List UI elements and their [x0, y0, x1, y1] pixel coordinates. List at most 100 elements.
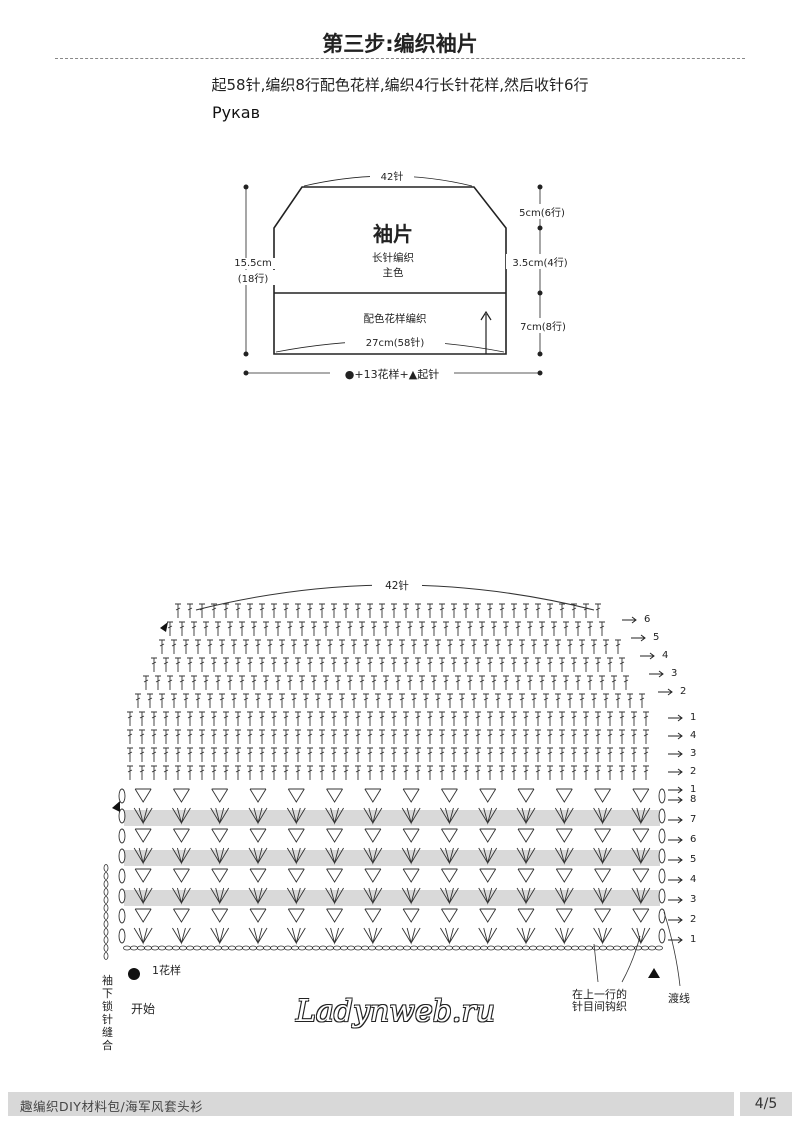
shell-stitch: [133, 847, 153, 865]
bottom-width-label: 27cm(58针): [345, 334, 445, 349]
double-crochet: [439, 603, 445, 618]
double-crochet: [535, 729, 541, 744]
double-crochet: [295, 657, 301, 672]
double-crochet: [199, 729, 205, 744]
double-crochet: [519, 639, 525, 654]
v-stitch: [555, 868, 573, 883]
double-crochet: [487, 657, 493, 672]
double-crochet: [227, 621, 233, 636]
foundation-chain: [256, 945, 264, 951]
shell-stitch: [401, 927, 421, 945]
double-crochet: [187, 765, 193, 780]
v-stitch: [402, 788, 420, 803]
double-crochet: [291, 639, 297, 654]
shell-stitch: [631, 847, 651, 865]
shell-stitch: [440, 887, 459, 905]
foundation-chain: [333, 945, 341, 951]
double-crochet: [487, 603, 493, 618]
double-crochet: [479, 675, 485, 690]
double-crochet: [531, 639, 537, 654]
double-crochet: [559, 711, 565, 726]
shell-stitch: [210, 847, 230, 865]
row-number: 3: [671, 668, 678, 679]
double-crochet: [307, 711, 313, 726]
v-stitch: [173, 868, 190, 883]
foundation-chain: [270, 945, 278, 951]
foundation-chain: [620, 945, 628, 951]
double-crochet: [351, 693, 357, 708]
double-crochet: [367, 747, 373, 762]
double-crochet: [391, 765, 397, 780]
double-crochet: [599, 675, 605, 690]
double-crochet: [527, 621, 533, 636]
shell-stitch: [286, 927, 306, 945]
foundation-chain: [501, 945, 509, 951]
double-crochet: [223, 729, 229, 744]
double-crochet: [171, 639, 177, 654]
russian-label: Рукав: [212, 103, 261, 122]
double-crochet: [199, 711, 205, 726]
v-stitch: [517, 788, 535, 803]
double-crochet: [275, 675, 281, 690]
foundation-chain: [648, 945, 656, 951]
double-crochet: [311, 675, 317, 690]
double-crochet: [523, 729, 529, 744]
seam-chain: [103, 944, 109, 952]
shell-stitch: [516, 887, 536, 905]
double-crochet: [211, 747, 217, 762]
double-crochet: [295, 711, 301, 726]
double-crochet: [451, 765, 457, 780]
double-crochet: [407, 675, 413, 690]
double-crochet: [575, 675, 581, 690]
double-crochet: [423, 693, 429, 708]
double-crochet: [631, 711, 637, 726]
double-crochet: [643, 765, 649, 780]
double-crochet: [599, 621, 605, 636]
row-number: 3: [690, 748, 697, 759]
shell-stitch: [363, 847, 383, 865]
double-crochet: [127, 711, 133, 726]
double-crochet: [175, 729, 181, 744]
row-number: 4: [690, 874, 697, 885]
double-crochet: [403, 765, 409, 780]
seam-label: 袖下锁针缝合: [102, 974, 113, 1052]
double-crochet: [319, 603, 325, 618]
v-stitch: [402, 908, 420, 923]
foundation-chain: [550, 945, 558, 951]
double-crochet: [259, 711, 265, 726]
double-crochet: [199, 765, 205, 780]
double-crochet: [475, 729, 481, 744]
edge-chain: [658, 908, 666, 924]
foundation-chain: [424, 945, 432, 951]
shell-stitch: [210, 807, 230, 825]
double-crochet: [607, 729, 613, 744]
double-crochet: [247, 711, 253, 726]
foundation-chain: [291, 945, 299, 951]
double-crochet: [487, 711, 493, 726]
foundation-chain: [368, 945, 376, 951]
shell-stitch: [286, 807, 306, 825]
shell-stitch: [325, 807, 344, 825]
double-crochet: [459, 639, 465, 654]
double-crochet: [139, 711, 145, 726]
foundation-chain: [578, 945, 586, 951]
seam-chain: [103, 936, 109, 944]
foundation-chain: [193, 945, 201, 951]
double-crochet: [611, 675, 617, 690]
foundation-chain: [123, 945, 131, 951]
double-crochet: [411, 639, 417, 654]
double-crochet: [451, 657, 457, 672]
double-crochet: [387, 693, 393, 708]
seam-chain: [103, 952, 109, 960]
shell-stitch: [593, 847, 612, 865]
double-crochet: [247, 729, 253, 744]
double-crochet: [487, 747, 493, 762]
v-stitch: [555, 788, 573, 803]
foundation-chain: [515, 945, 523, 951]
double-crochet: [471, 639, 477, 654]
foundation-chain: [452, 945, 460, 951]
row-arrow: [668, 732, 683, 740]
double-crochet: [275, 621, 281, 636]
double-crochet: [619, 711, 625, 726]
right-top-label: 5cm(6行): [510, 204, 574, 219]
